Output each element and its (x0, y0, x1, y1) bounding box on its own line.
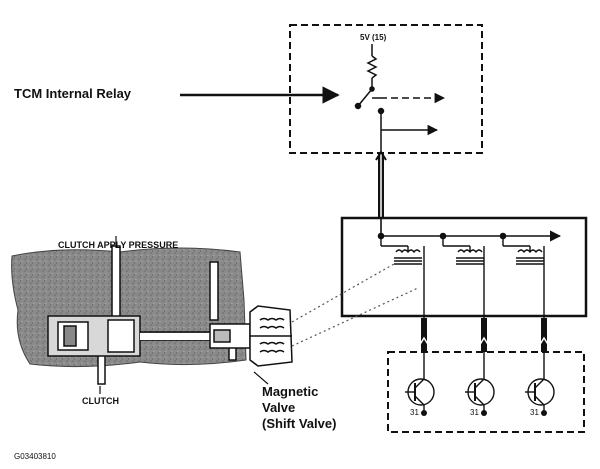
clutch-label: CLUTCH (82, 396, 119, 406)
solenoid-bus (377, 218, 562, 242)
transistor-icon (405, 352, 555, 412)
coil-icon (380, 236, 545, 318)
label-leaders (99, 236, 269, 394)
figure-id: G03403810 (14, 452, 56, 461)
ground-icon (421, 410, 547, 416)
clutch-apply-pressure-label: CLUTCH APPLY PRESSURE (58, 240, 179, 250)
valve-label-line3: (Shift Valve) (262, 416, 337, 431)
ground-label-2: 31 (470, 408, 479, 417)
ground-label-1: 31 (410, 408, 419, 417)
driver-box (387, 351, 585, 433)
valve-label-line2: Valve (262, 400, 296, 415)
clutch-piston (47, 315, 210, 357)
ground-label-3: 31 (530, 408, 539, 417)
relay-box (289, 24, 483, 154)
relay-callout-label: TCM Internal Relay (14, 86, 132, 101)
harness-relay-to-tcm (375, 150, 387, 218)
harness-tcm-to-drivers (418, 318, 550, 352)
tcm-output-box (340, 216, 588, 318)
valve-link-lines (291, 263, 419, 347)
magnetic-valve (209, 305, 293, 367)
valve-label-line1: Magnetic (262, 384, 319, 399)
relay-switch-icon (354, 44, 446, 153)
supply-label: 5V (15) (360, 33, 387, 42)
